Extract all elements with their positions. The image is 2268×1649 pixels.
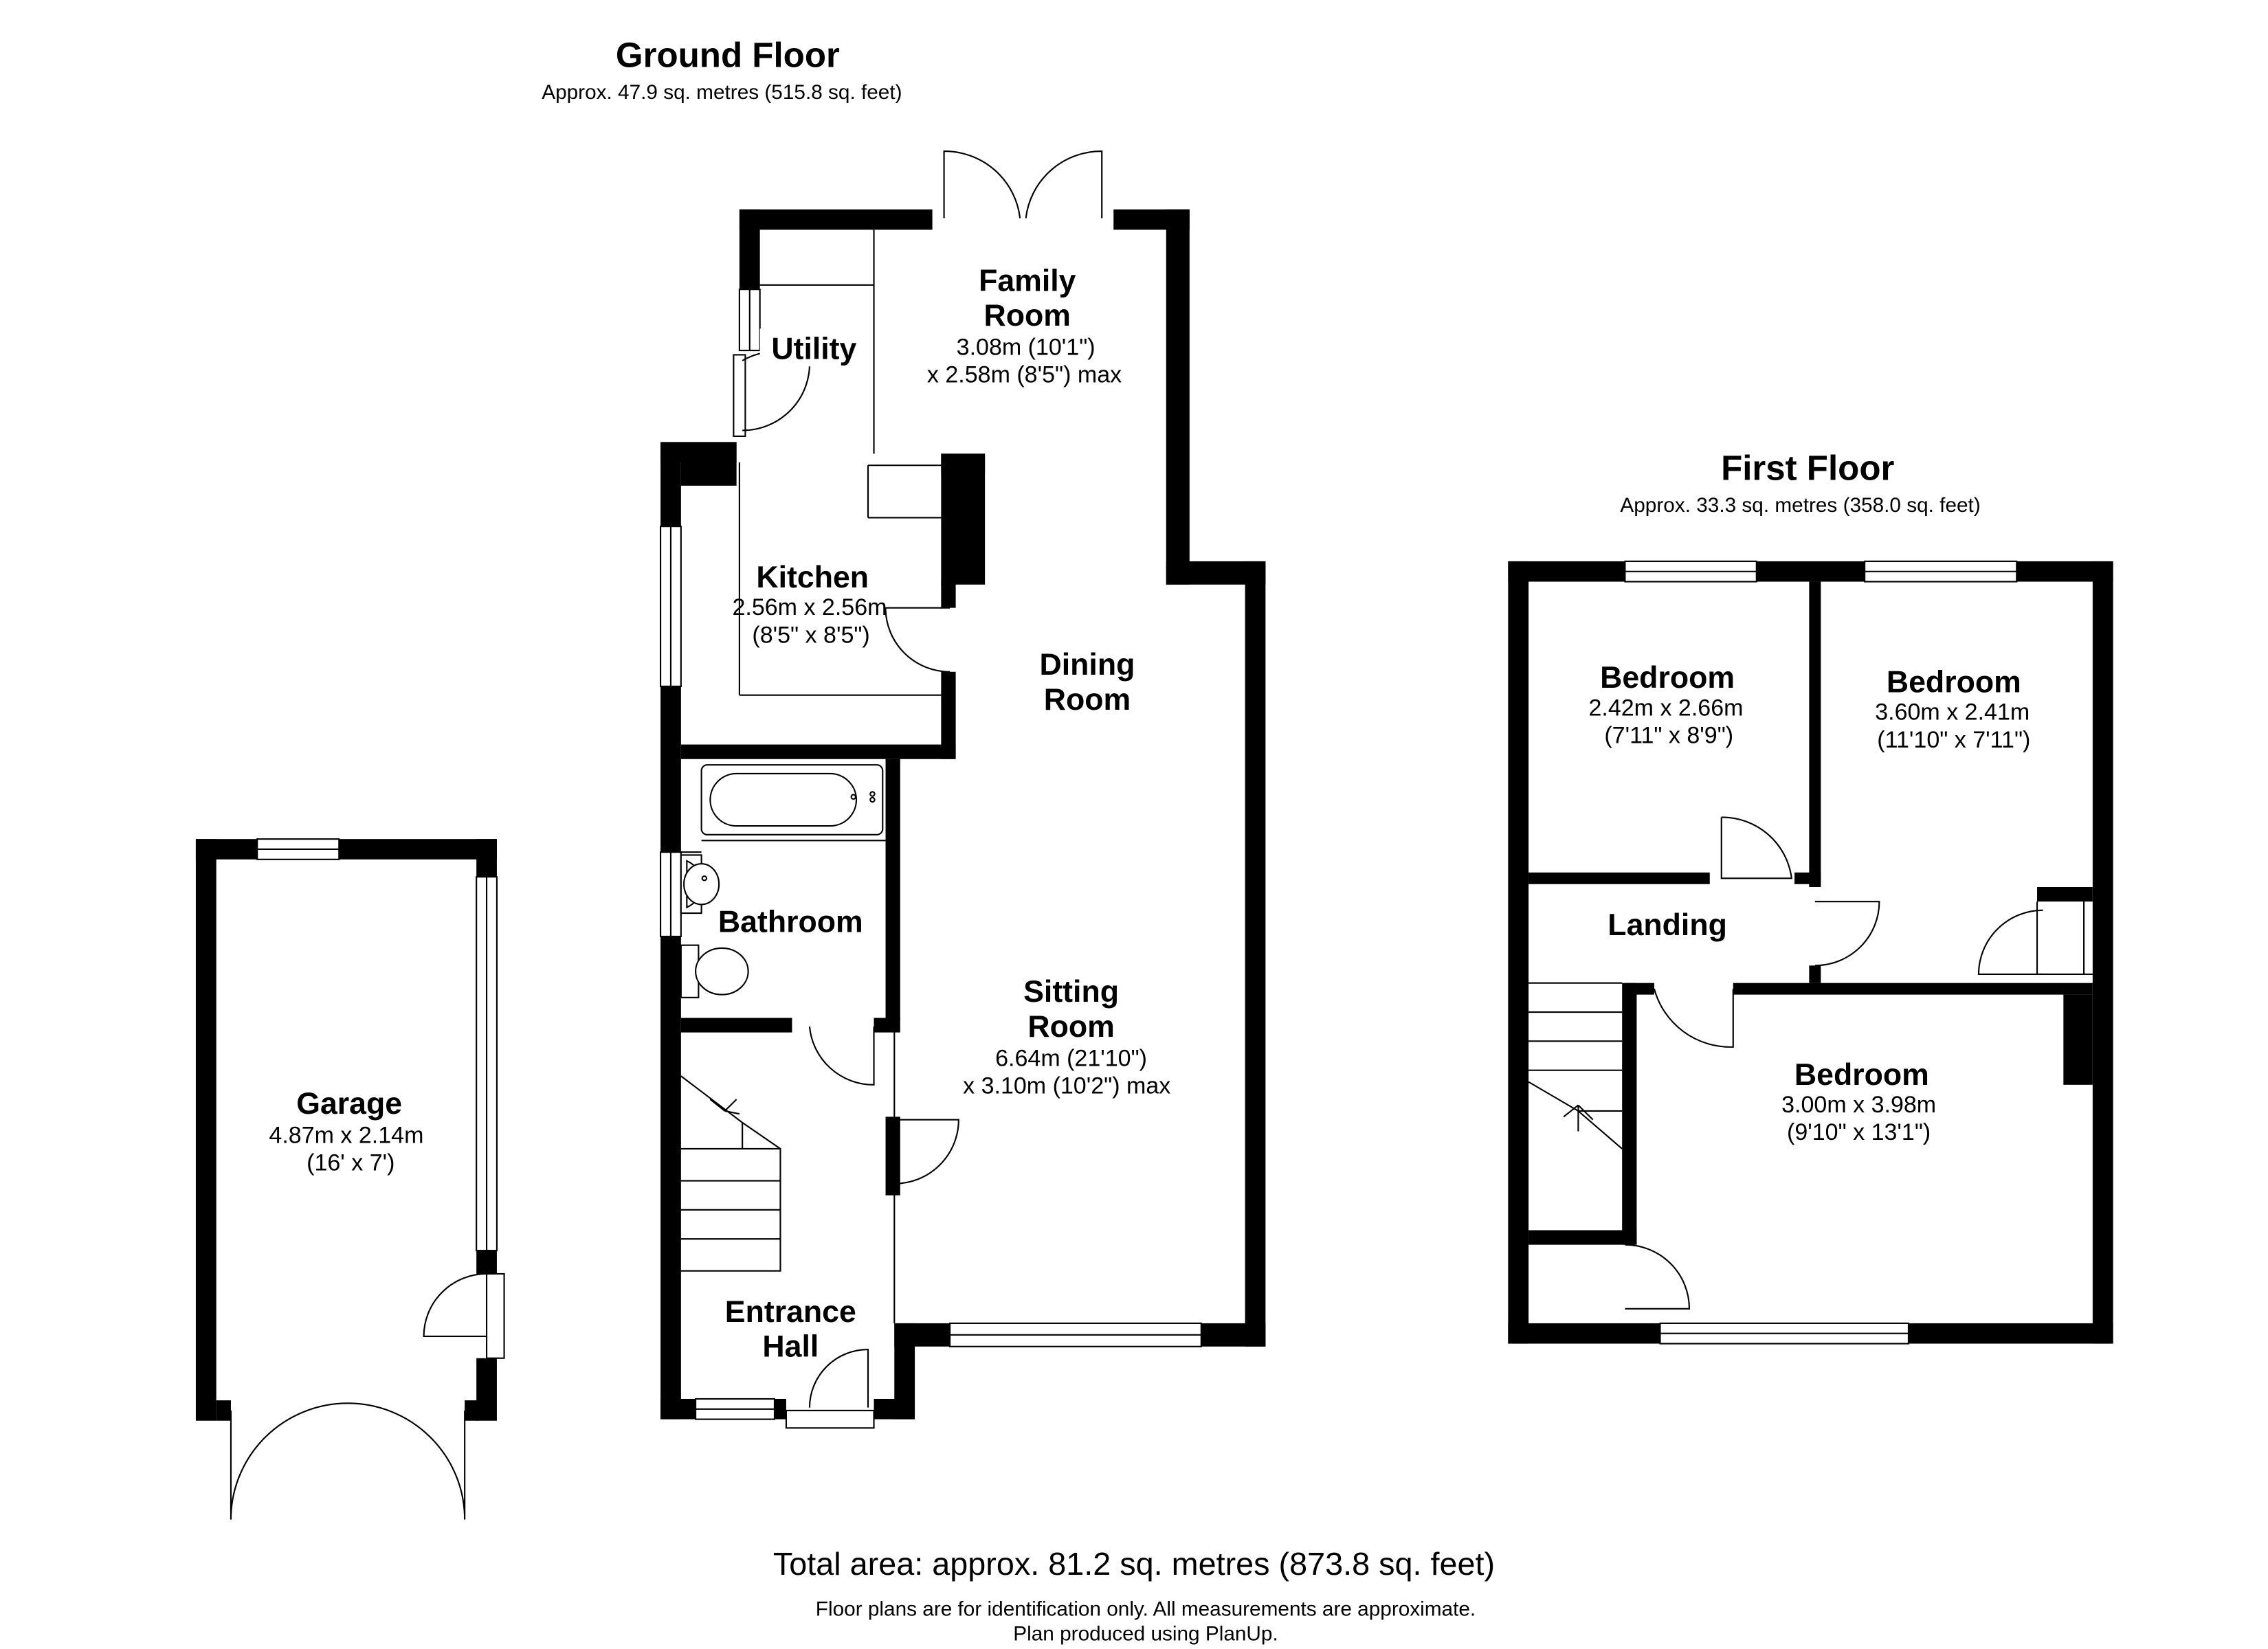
kitchen-dim-imperial: (8'5" x 8'5") <box>752 622 869 649</box>
bedroom-3-dim-imperial: (9'10" x 13'1") <box>1787 1119 1931 1145</box>
family-room-door-left <box>943 150 1021 218</box>
bedroom-3-label: Bedroom <box>1794 1058 1929 1092</box>
garage-side-door <box>423 1272 487 1338</box>
sitting-room-dim-1: 6.64m (21'10") <box>995 1045 1147 1071</box>
entrance-hall-label-2: Hall <box>762 1330 819 1364</box>
family-room-label-1: Family <box>979 264 1076 298</box>
bedroom-1-dim-metric: 2.42m x 2.66m <box>1588 695 1743 721</box>
bedroom-1-label: Bedroom <box>1600 661 1735 695</box>
sitting-room-door <box>894 1119 959 1185</box>
bedroom-1-door <box>1720 816 1793 879</box>
kitchen-label: Kitchen <box>756 561 869 594</box>
garage-door-left <box>230 1402 348 1520</box>
garage-label: Garage <box>296 1087 402 1121</box>
entrance-hall-label-1: Entrance <box>725 1295 856 1329</box>
garage-door-right <box>348 1402 466 1520</box>
bedroom-2-door <box>1814 901 1880 967</box>
bedroom-3-dim-metric: 3.00m x 3.98m <box>1781 1092 1936 1118</box>
garage-plan <box>195 838 505 1520</box>
family-room-door-right <box>1025 150 1103 218</box>
ground-floor-title: Ground Floor <box>616 35 840 74</box>
sitting-room-dim-2: x 3.10m (10'2") max <box>963 1073 1170 1099</box>
family-room-dim-2: x 2.58m (8'5") max <box>927 362 1122 388</box>
cupboard-door <box>1977 909 2043 976</box>
bathroom-label: Bathroom <box>718 906 863 939</box>
bedroom-2-label: Bedroom <box>1887 665 2021 699</box>
family-room-dim-1: 3.08m (10'1") <box>957 334 1096 360</box>
ground-floor-stairs <box>680 1075 781 1272</box>
store-door <box>1625 1244 1691 1310</box>
dining-room-label-1: Dining <box>1040 648 1135 682</box>
sitting-room-label-1: Sitting <box>1023 975 1119 1009</box>
first-floor-title: First Floor <box>1721 449 1894 488</box>
kitchen-dim-metric: 2.56m x 2.56m <box>732 594 887 620</box>
bathroom-door <box>808 1027 875 1086</box>
total-area: Total area: approx. 81.2 sq. metres (873… <box>773 1546 1495 1582</box>
front-door <box>808 1348 869 1408</box>
first-floor-plan <box>1508 560 2113 1345</box>
utility-label: Utility <box>771 333 856 366</box>
family-room-label-2: Room <box>984 299 1071 333</box>
disclaimer: Floor plans are for identification only.… <box>816 1597 1476 1620</box>
landing-label: Landing <box>1608 908 1727 942</box>
dining-room-label-2: Room <box>1044 683 1131 717</box>
garage-dim-metric: 4.87m x 2.14m <box>269 1123 423 1149</box>
bedroom-2-dim-metric: 3.60m x 2.41m <box>1875 699 2030 726</box>
kitchen-door <box>885 607 950 673</box>
credit: Plan produced using PlanUp. <box>1013 1622 1278 1645</box>
first-floor-stairs <box>1528 1011 1623 1149</box>
ground-floor-plan <box>660 150 1266 1429</box>
bedroom-1-dim-imperial: (7'11" x 8'9") <box>1604 723 1733 749</box>
sitting-room-label-2: Room <box>1027 1010 1114 1044</box>
garage-dim-imperial: (16' x 7') <box>307 1150 394 1176</box>
bedroom-3-door <box>1653 988 1734 1048</box>
bedroom-2-dim-imperial: (11'10" x 7'11") <box>1877 727 2030 753</box>
ground-floor-area: Approx. 47.9 sq. metres (515.8 sq. feet) <box>542 81 902 104</box>
first-floor-area: Approx. 33.3 sq. metres (358.0 sq. feet) <box>1620 494 1980 517</box>
